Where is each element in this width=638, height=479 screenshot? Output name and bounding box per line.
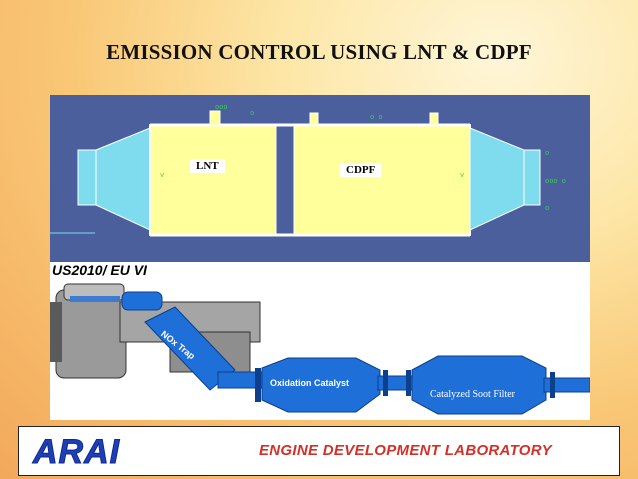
slide-title: EMISSION CONTROL USING LNT & CDPF [106, 40, 532, 64]
svg-text:v: v [160, 172, 164, 180]
footer-bar: ARAI ENGINE DEVELOPMENT LABORATORY [18, 426, 620, 476]
soot-filter-label: Catalyzed Soot Filter [430, 389, 515, 400]
svg-text:o o: o o [370, 114, 383, 122]
exhaust-drawing [50, 283, 590, 415]
svg-text:o: o [250, 110, 254, 118]
svg-text:o: o [545, 205, 549, 213]
arai-logo: ARAI [32, 433, 121, 472]
lnt-label: LNT [190, 159, 225, 173]
cad-diagram: ooo o o o ooo o o o v v LNT CDPF [50, 95, 590, 265]
svg-text:ooo: ooo [215, 104, 228, 112]
emission-standard-label: US2010/ EU VI [50, 262, 149, 278]
lab-name: ENGINE DEVELOPMENT LABORATORY [259, 442, 552, 459]
svg-text:ooo o: ooo o [545, 178, 566, 186]
svg-text:v: v [460, 172, 464, 180]
cdpf-label: CDPF [340, 163, 382, 177]
canister-drawing: ooo o o o ooo o o o v v [50, 104, 566, 237]
oxidation-catalyst-label: Oxidation Catalyst [270, 378, 350, 388]
exhaust-system-illustration [50, 262, 590, 420]
svg-text:o: o [545, 150, 549, 158]
